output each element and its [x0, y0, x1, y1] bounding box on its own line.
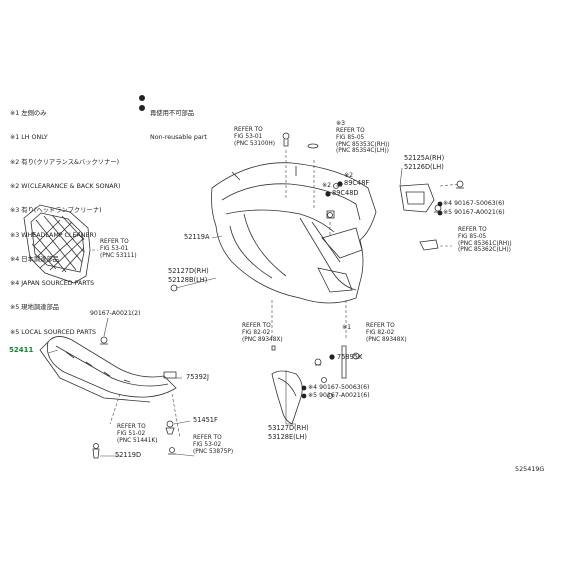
reference-note[interactable]: REFER TO FIG 53-01 (PNC 53111): [100, 239, 137, 259]
part-label-52411[interactable]: 52411: [9, 346, 34, 354]
part-label-90167-50063-b[interactable]: ※4 90167-50063(6): [308, 384, 370, 391]
figure-id: 525419G: [515, 465, 545, 473]
part-label-75392j[interactable]: 75392J: [186, 373, 209, 381]
reference-lines: [92, 150, 461, 439]
part-label-52119d[interactable]: 52119D: [115, 451, 142, 459]
legend-text: 再使用不可部品 Non-reusable part: [150, 94, 207, 159]
leader-lines: [47, 167, 403, 457]
cleaner-bracket-drawing: [399, 183, 439, 251]
part-label-52119a[interactable]: 52119A: [184, 233, 210, 241]
legend-jp: 再使用不可部品: [150, 110, 195, 118]
reference-note[interactable]: REFER TO FIG 85-05 (PNC 85361C(RH)) (PNC…: [458, 227, 512, 254]
reference-note[interactable]: REFER TO FIG 82-02 (PNC 89348X): [242, 323, 283, 343]
note-line: ※5 現地調達部品: [10, 304, 60, 312]
note-line: ※1 左側のみ: [10, 110, 47, 118]
mark-s2: ※2: [344, 172, 354, 179]
reference-note[interactable]: REFER TO FIG 82-02 (PNC 89348X): [366, 323, 407, 343]
part-label-52127d[interactable]: 52127D(RH): [168, 267, 209, 275]
note-line: ※2 有り(クリアランス&バックソナー): [10, 158, 120, 166]
note-line: ※5 LOCAL SOURCED PARTS: [10, 328, 97, 336]
reference-note[interactable]: REFER TO FIG 53-02 (PNC 53875P): [193, 435, 234, 455]
mark-s3: ※3: [336, 120, 346, 127]
bumper-cover-drawing: [211, 162, 377, 304]
part-label-52126d[interactable]: 52126D(LH): [404, 163, 444, 171]
reference-note[interactable]: REFER TO FIG 85-05 (PNC 85353C(RH)) (PNC…: [336, 128, 390, 155]
notes-block: ※1 左側のみ ※1 LH ONLY ※2 有り(クリアランス&バックソナー) …: [10, 94, 120, 353]
part-label-51451f[interactable]: 51451F: [193, 416, 218, 424]
part-label-89c48d[interactable]: 89C48D: [332, 189, 359, 197]
note-line: ※4 JAPAN SOURCED PARTS: [10, 280, 95, 288]
note-line: ※1 LH ONLY: [10, 134, 48, 142]
note-line: ※3 有り(ヘッドランプクリーナ): [10, 207, 102, 215]
mark-s1: ※1: [342, 324, 352, 331]
note-line: ※4 日本調達部品: [10, 255, 60, 263]
legend-bullet-jp: [139, 95, 145, 101]
part-label-89c48f[interactable]: 89C48F: [344, 179, 370, 187]
part-label-75895k[interactable]: 75895K: [337, 353, 363, 361]
legend-bullet-en: [139, 105, 145, 111]
side-garnish-drawing: [271, 370, 303, 425]
lower-spoiler-drawing: [39, 336, 177, 403]
part-label-52128b[interactable]: 52128B(LH): [168, 276, 208, 284]
legend-en: Non-reusable part: [150, 134, 207, 142]
fasteners-drawing: [92, 132, 464, 459]
part-label-90167-a0021[interactable]: 90167-A0021(2): [90, 310, 141, 317]
part-label-90167-50063[interactable]: ※4 90167-50063(6): [443, 200, 505, 207]
part-label-90167-a0021-c[interactable]: ※5 90167-A0021(6): [308, 392, 370, 399]
grille-drawing: [23, 204, 91, 284]
part-label-53128e[interactable]: 53128E(LH): [268, 433, 307, 441]
reference-note[interactable]: REFER TO FIG 53-01 (PNC 53100H): [234, 127, 276, 147]
part-label-52125a[interactable]: 52125A(RH): [404, 154, 445, 162]
reference-note[interactable]: REFER TO FIG 51-02 (PNC 51441K): [117, 424, 158, 444]
note-line: ※2 W(CLEARANCE & BACK SONAR): [10, 183, 121, 191]
part-label-90167-a0021-b[interactable]: ※5 90167-A0021(6): [443, 209, 505, 216]
mark-s2: ※2: [322, 182, 332, 189]
part-label-53127d[interactable]: 53127D(RH): [268, 424, 309, 432]
note-line: ※3 WHEADLAMP CLEANER): [10, 231, 97, 239]
